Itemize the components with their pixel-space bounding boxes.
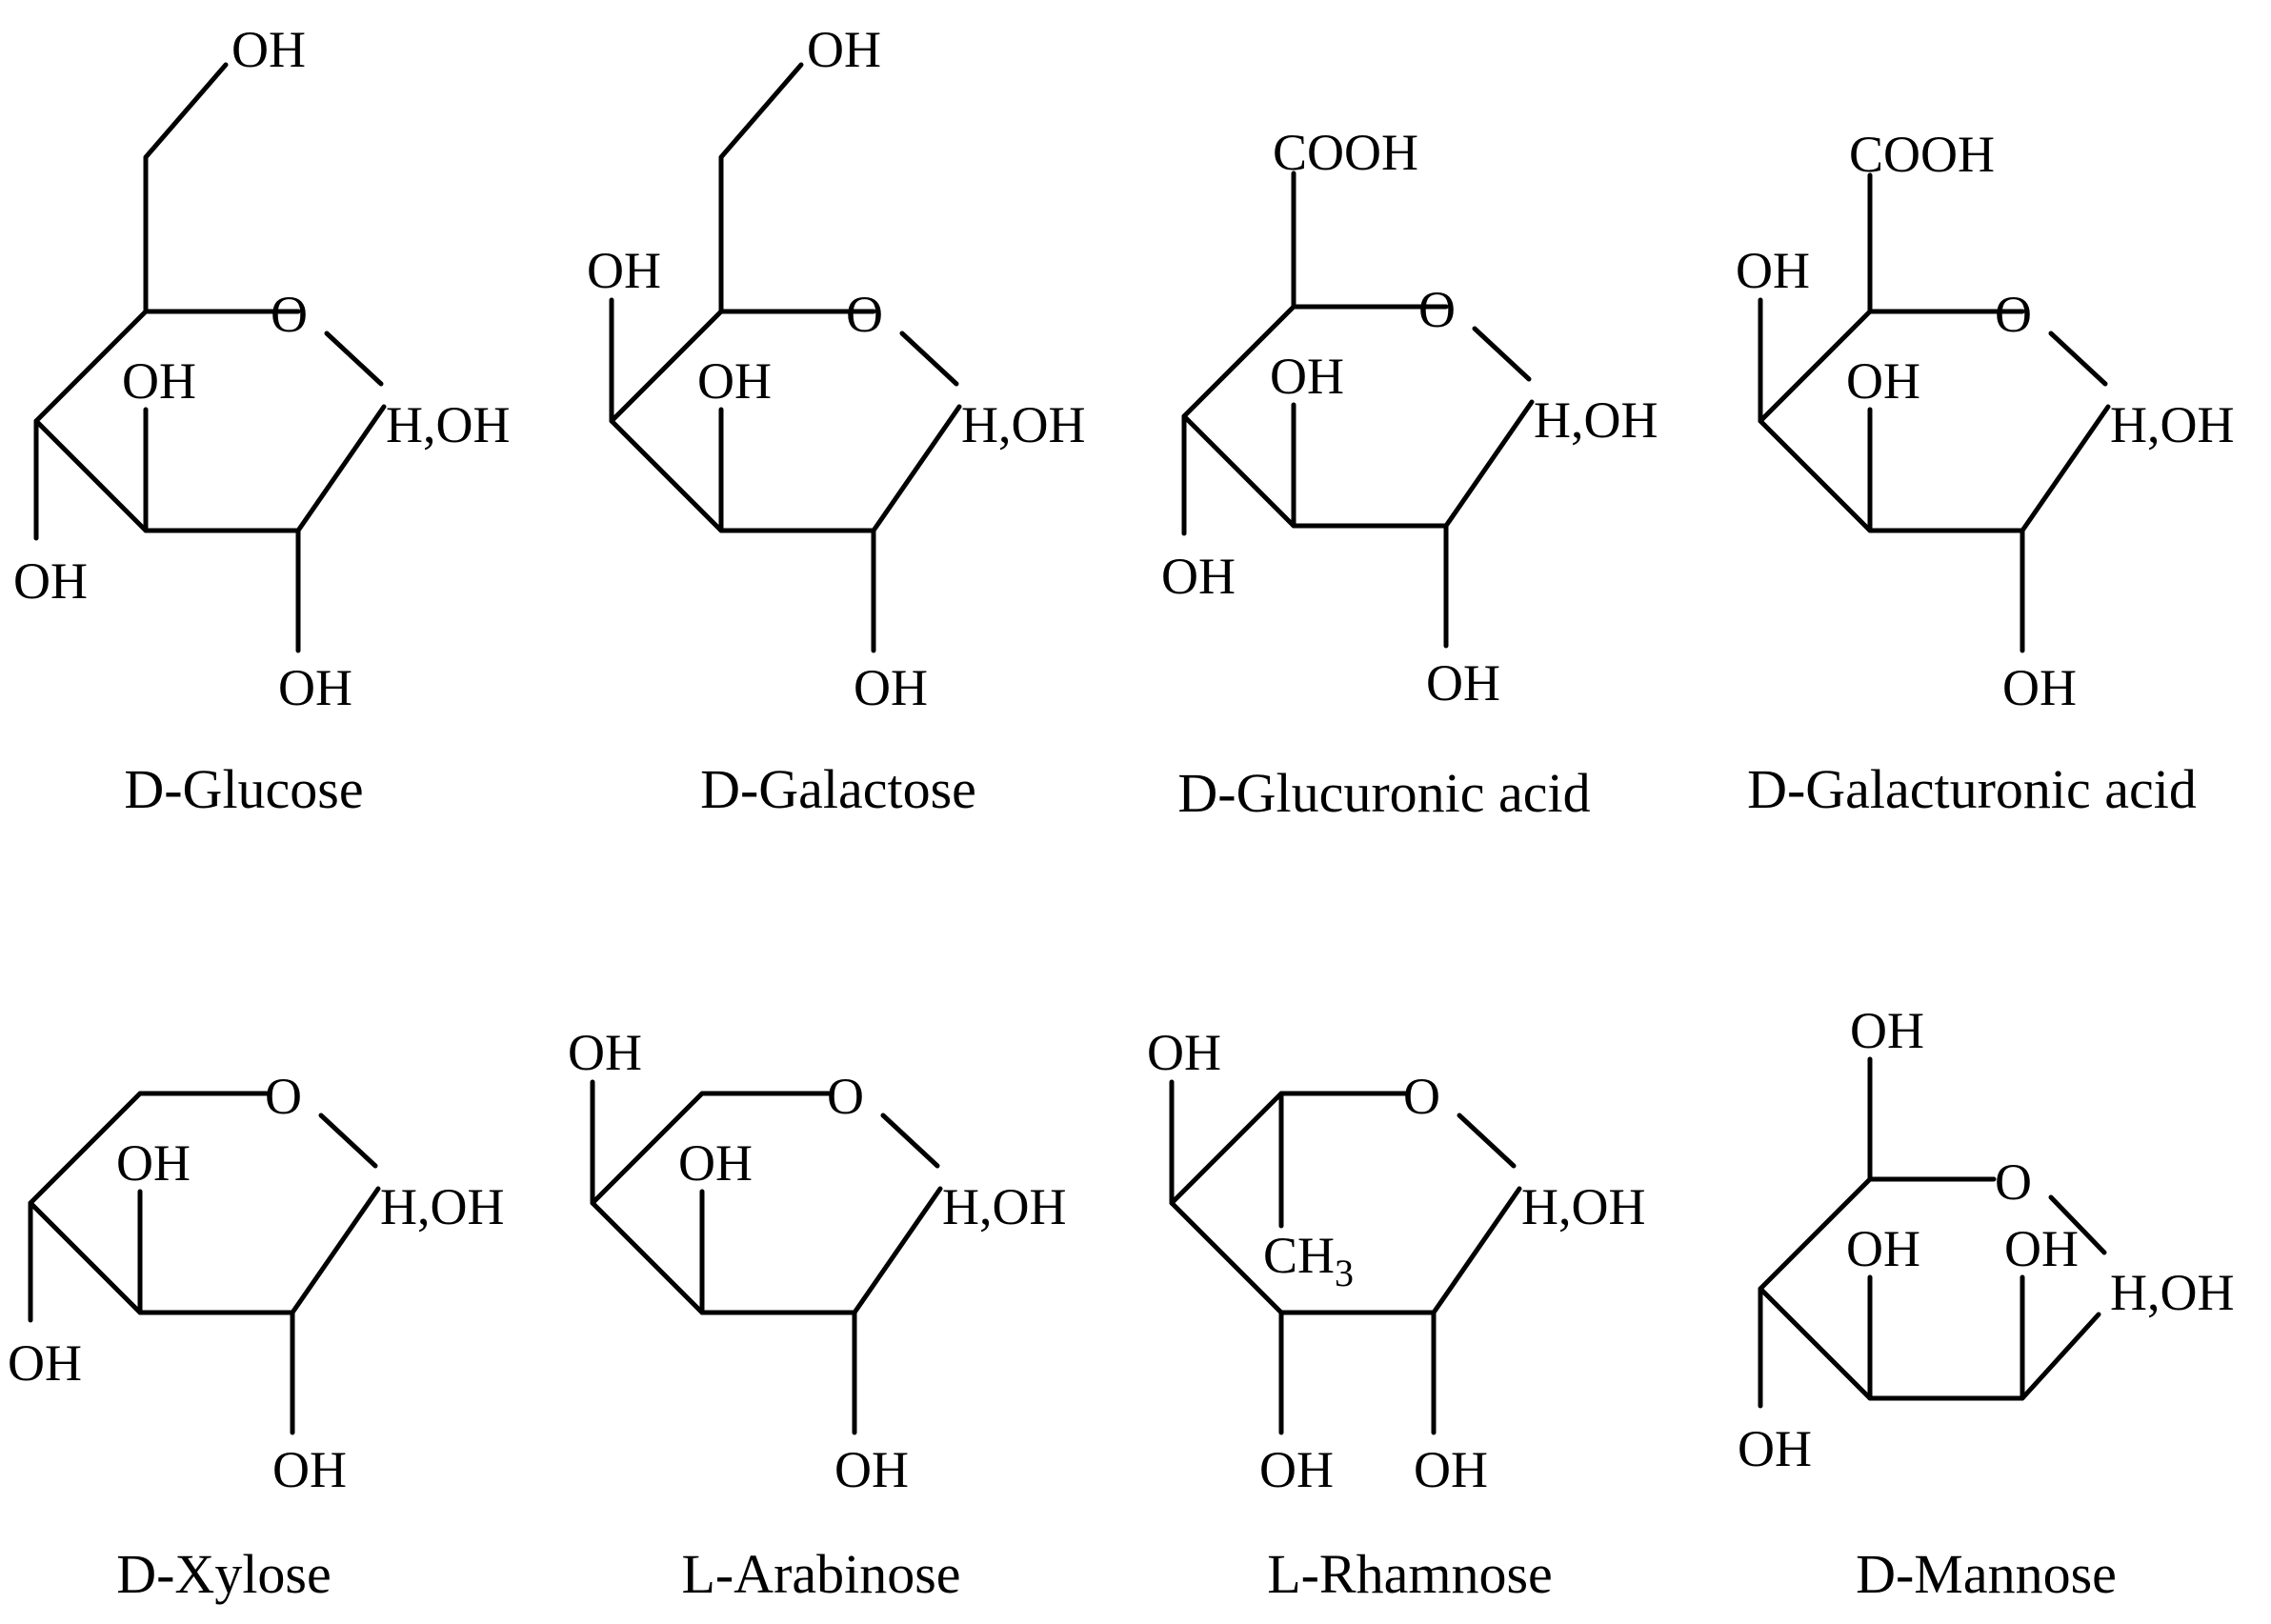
oh-label: OH [1736,242,1810,299]
oh-label: OH [1147,1024,1221,1081]
methyl-main: CH [1263,1227,1335,1284]
ring-oxygen-label: O [265,1068,302,1125]
molecule-name: D-Galactose [700,758,976,820]
oh-label: OH [122,352,196,410]
oh-label: OH [834,1441,909,1498]
anomeric-label: H,OH [1534,391,1658,449]
molecule-d-glucose: OH O OH H,OH OH OH D-Glucose [13,21,511,820]
oh-label: OH [1414,1441,1488,1498]
molecule-d-mannose: OH O OH OH H,OH OH D-Mannose [1738,1002,2235,1605]
oh-label: OH [231,21,306,78]
oh-label: OH [678,1134,753,1192]
oh-label: OH [278,659,352,716]
anomeric-label: H,OH [2110,396,2235,453]
molecule-name: D-Galacturonic acid [1747,758,2197,820]
molecule-name: D-Xylose [116,1543,332,1605]
oh-label: OH [1846,1220,1920,1277]
oh-label: OH [587,242,661,299]
oh-label: OH [1270,348,1344,405]
anomeric-label: H,OH [942,1178,1067,1235]
ring-oxygen-label: O [827,1068,864,1125]
molecule-l-arabinose: O OH OH H,OH OH L-Arabinose [568,1024,1067,1605]
oh-label: OH [1161,548,1236,605]
oh-label: OH [2002,659,2077,716]
carboxyl-label: COOH [1849,126,1995,183]
molecule-d-xylose: O OH H,OH OH OH D-Xylose [8,1068,505,1605]
oh-label: OH [1259,1441,1334,1498]
ring-oxygen-label: O [1995,286,2032,343]
molecule-name: L-Arabinose [681,1543,960,1605]
molecule-d-galacturonic-acid: COOH O OH OH H,OH OH D-Galacturonic acid [1736,126,2235,820]
oh-label: OH [1850,1002,1924,1059]
anomeric-label: H,OH [2110,1264,2235,1321]
molecule-name: D-Glucose [124,758,363,820]
anomeric-label: H,OH [961,396,1086,453]
molecule-d-glucuronic-acid: COOH O OH H,OH OH OH D-Glucuronic acid [1161,124,1658,824]
oh-label: OH [1738,1420,1812,1477]
oh-label: OH [1426,654,1500,712]
ring-oxygen-label: O [846,286,883,343]
oh-label: OH [568,1024,642,1081]
oh-label: OH [1846,352,1920,410]
oh-label: OH [2004,1220,2079,1277]
molecule-name: D-Mannose [1856,1543,2117,1605]
oh-label: OH [8,1334,82,1392]
ring-oxygen-label: O [1418,281,1456,338]
anomeric-label: H,OH [1521,1178,1646,1235]
molecule-name: D-Glucuronic acid [1177,762,1590,824]
molecule-name: L-Rhamnose [1267,1543,1553,1605]
ring-oxygen-label: O [1995,1153,2032,1211]
carboxyl-label: COOH [1273,124,1418,181]
ring-oxygen-label: O [271,286,308,343]
molecule-l-rhamnose: O OH CH3 H,OH OH OH L-Rhamnose [1147,1024,1646,1605]
oh-label: OH [272,1441,347,1498]
anomeric-label: H,OH [380,1178,505,1235]
methyl-subscript: 3 [1335,1252,1354,1294]
oh-label: OH [116,1134,191,1192]
molecule-d-galactose: OH O OH OH H,OH OH D-Galactose [587,21,1086,820]
oh-label: OH [854,659,928,716]
oh-label: OH [697,352,772,410]
oh-label: OH [13,552,88,610]
oh-label: OH [807,21,881,78]
ring-oxygen-label: O [1403,1068,1440,1125]
methyl-label: CH3 [1263,1227,1354,1294]
anomeric-label: H,OH [386,396,511,453]
